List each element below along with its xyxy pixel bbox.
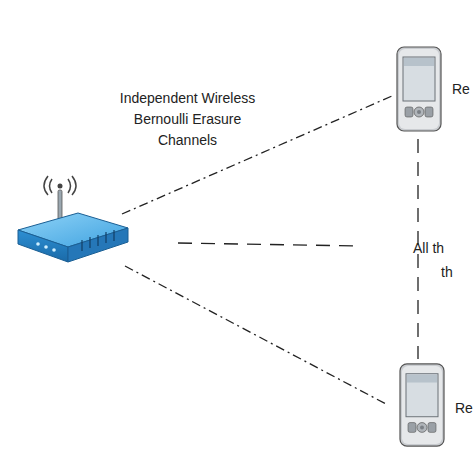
channel-label: Independent Wireless Bernoulli Erasure C… bbox=[110, 88, 265, 151]
dashed-line bbox=[178, 243, 360, 246]
wireless-link bbox=[125, 266, 386, 404]
receiver-phone: Re bbox=[395, 45, 445, 133]
note-text: All th bbox=[413, 238, 474, 259]
receiver-phone: Re bbox=[398, 362, 448, 448]
receiver-label: Re bbox=[452, 81, 470, 97]
note-text: th bbox=[441, 262, 474, 283]
phone-icon bbox=[395, 45, 445, 133]
phone-icon bbox=[398, 362, 448, 448]
receiver-label: Re bbox=[455, 400, 473, 416]
router-icon bbox=[18, 176, 128, 262]
